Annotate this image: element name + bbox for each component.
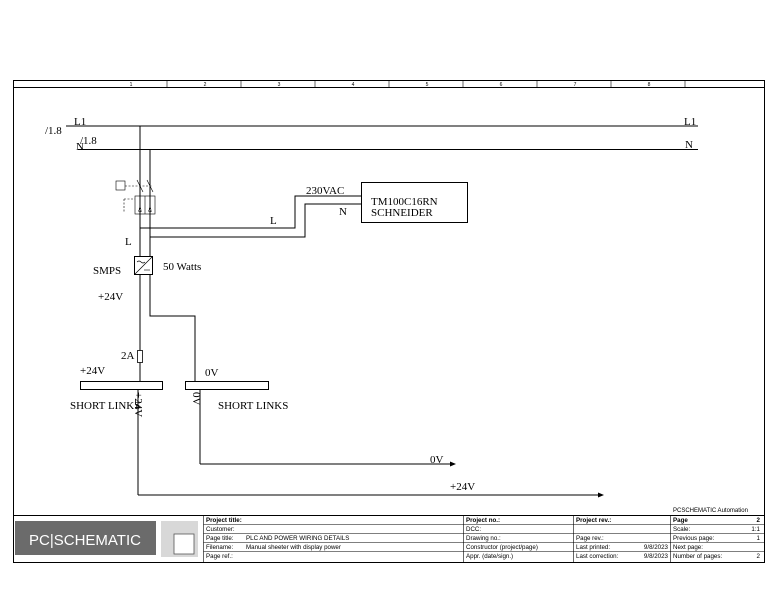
num-pages-label: Number of pages:: [673, 553, 722, 560]
display-n-label: N: [339, 206, 347, 218]
ruler-col-2: 2: [204, 82, 207, 88]
company-name: PCSCHEMATIC Automation: [673, 508, 748, 514]
page-title-value: PLC AND POWER WIRING DETAILS: [246, 535, 349, 542]
page-title-label: Page title:: [206, 535, 234, 542]
plus24-output-label: +24V: [450, 481, 475, 493]
plus24-arrow: [598, 492, 604, 498]
n-rail-label: N: [76, 141, 84, 153]
terminal-plus24-label: +24V: [80, 365, 105, 377]
zero-v-output-wire: [149, 275, 196, 381]
last-correction-value: 9/8/2023: [644, 553, 669, 560]
scale-label: Scale:: [673, 526, 690, 533]
sheet-border: [13, 80, 765, 563]
svg-text:PC|SCHEMATIC: PC|SCHEMATIC: [29, 532, 141, 549]
smps-output-label: +24V: [98, 291, 123, 303]
scale-value: 1:1: [751, 526, 760, 533]
customer-label: Customer:: [206, 526, 235, 533]
display-brand: SCHNEIDER: [371, 207, 433, 219]
page-rev-label: Page rev.:: [576, 535, 604, 542]
project-title-label: Project title:: [206, 517, 242, 524]
ruler-col-6: 6: [500, 82, 503, 88]
constructor-label: Constructor (project/page): [466, 544, 538, 551]
brand-logo: PC|SCHEMATIC: [15, 521, 198, 557]
display-voltage: 230VAC: [306, 185, 344, 197]
smps-label: SMPS: [93, 265, 121, 277]
svg-text:&: &: [148, 208, 152, 214]
terminal-plus24-name: SHORT LINKS: [70, 400, 140, 412]
num-pages-value: 2: [757, 553, 761, 560]
page-value: 2: [757, 517, 761, 524]
filename-label: Filename:: [206, 544, 233, 551]
column-ruler: [166, 81, 686, 87]
circuit-breaker: & &: [115, 179, 156, 215]
l1-rail-label: L1: [74, 116, 86, 128]
display-model: TM100C16RN: [371, 196, 438, 208]
display-l-feed: [140, 195, 362, 229]
ruler-col-3: 3: [278, 82, 281, 88]
svg-text:&: &: [138, 208, 142, 214]
prev-page-label: Previous page:: [673, 535, 715, 542]
ruler-col-4: 4: [352, 82, 355, 88]
terminal-block-zero-v: [185, 381, 269, 390]
display-box: [361, 182, 468, 223]
project-rev-label: Project rev.:: [576, 517, 611, 524]
filename-value: Manual sheeter with display power: [246, 544, 341, 551]
last-correction-label: Last correction:: [576, 553, 619, 560]
fuse-rating: 2A: [121, 350, 135, 362]
ruler-col-5: 5: [426, 82, 429, 88]
last-printed-value: 9/8/2023: [644, 544, 669, 551]
last-printed-label: Last printed:: [576, 544, 610, 551]
n-rail-ref: /1.8: [80, 135, 97, 147]
dcc-label: DCC:: [466, 526, 481, 533]
ruler-col-8: 8: [648, 82, 651, 88]
display-l-label: L: [270, 215, 277, 227]
prev-page-value: 1: [757, 535, 761, 542]
n-rail-label-right: N: [685, 139, 693, 151]
ruler-col-1: 1: [130, 82, 133, 88]
terminal-zero-v-label: 0V: [205, 367, 219, 379]
smps-power: 50 Watts: [163, 261, 201, 273]
zero-v-wire-label: 0V: [190, 392, 202, 406]
terminal-block-plus24: [80, 381, 163, 390]
zero-v-output-label: 0V: [430, 454, 444, 466]
zero-v-arrow: [450, 461, 456, 467]
fuse-symbol: [137, 350, 143, 363]
smps-input-label: L: [125, 236, 132, 248]
next-page-label: Next page:: [673, 544, 703, 551]
l1-rail-label-right: L1: [684, 116, 696, 128]
project-no-label: Project no.:: [466, 517, 500, 524]
l1-rail-ref: /1.8: [45, 125, 62, 137]
ruler-col-7: 7: [574, 82, 577, 88]
smps-symbol: [134, 256, 153, 275]
drawing-no-label: Drawing no.:: [466, 535, 501, 542]
page-label: Page: [673, 517, 688, 524]
page-ref-label: Page ref.:: [206, 553, 233, 560]
terminal-zero-v-name: SHORT LINKS: [218, 400, 288, 412]
display-n-feed: [150, 203, 362, 238]
title-block-grid: [203, 515, 765, 562]
appr-label: Appr. (date/sign.): [466, 553, 513, 560]
